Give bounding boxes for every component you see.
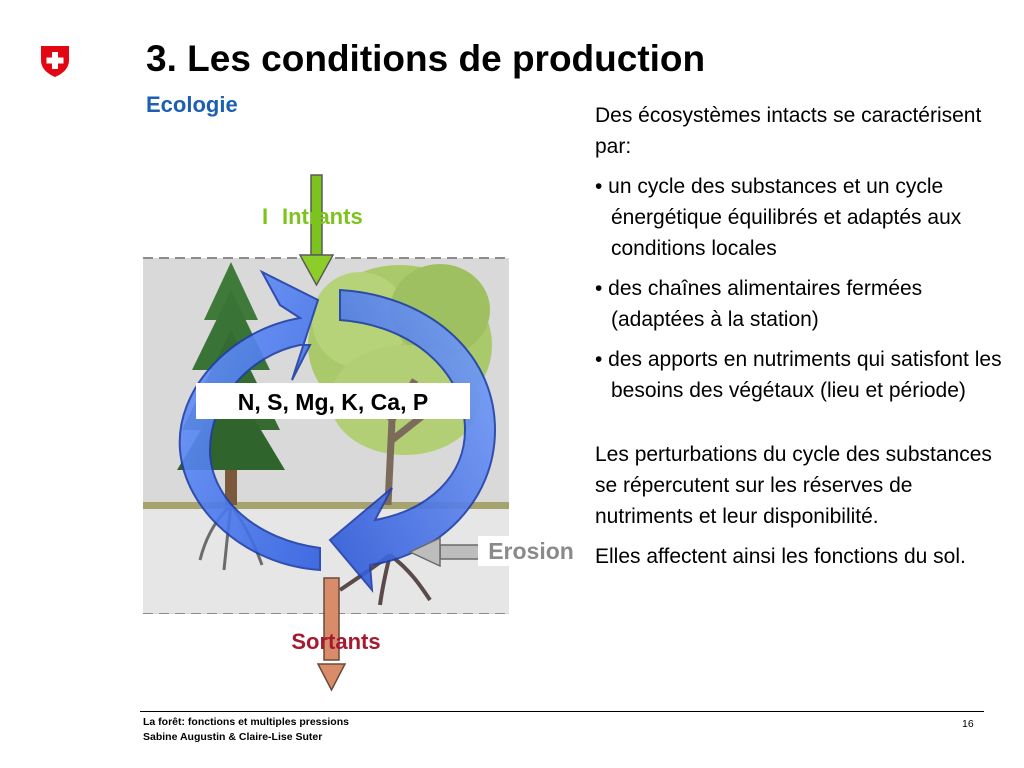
slide-subtitle: Ecologie [146,92,238,117]
erosion-label-box [478,536,584,566]
footer-authors: Sabine Augustin & Claire-Lise Suter [143,731,323,743]
intrants-marker: I [262,204,268,229]
footer-title: La forêt: fonctions et multiples pressio… [143,716,349,728]
perturbation-paragraph: Les perturbations du cycle des substance… [595,443,992,528]
swiss-cross-logo-icon [41,46,69,77]
conclusion-paragraph: Elles affectent ainsi les fonctions du s… [595,545,966,568]
footer-divider [140,711,984,712]
nutrients-label-box [196,383,470,419]
bullet-item-2: • des chaînes alimentaires fermées (adap… [595,277,923,331]
intro-paragraph: Des écosystèmes intacts se caractérisent… [595,104,982,158]
cycle-arrow-right [328,288,497,594]
cycle-arrow-left [178,269,321,572]
sortants-arrow [316,577,347,692]
bullet-item-1: • un cycle des substances et un cycle én… [595,175,962,260]
slide-title: 3. Les conditions de production [146,38,706,79]
explanation-text-column: Des écosystèmes intacts se caractérisent… [595,100,1015,572]
erosion-label: Erosion [488,538,574,564]
ground-line [143,502,509,509]
intrants-arrow [298,174,335,287]
erosion-arrow [408,536,481,568]
sortants-label: Sortants [291,629,380,654]
intrants-label: Intrants [282,204,363,229]
nutrients-label: N, S, Mg, K, Ca, P [238,389,428,415]
bullet-item-3: • des apports en nutriments qui satisfon… [595,348,1002,402]
page-number: 16 [962,718,974,730]
